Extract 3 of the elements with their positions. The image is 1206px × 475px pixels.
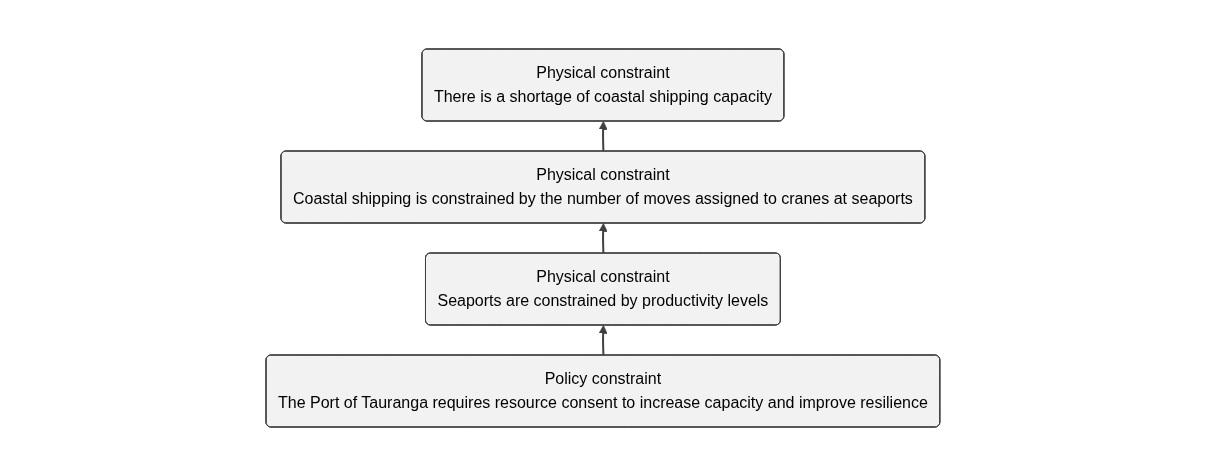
arrow — [598, 222, 608, 254]
arrow — [598, 120, 608, 152]
arrow — [598, 324, 608, 356]
